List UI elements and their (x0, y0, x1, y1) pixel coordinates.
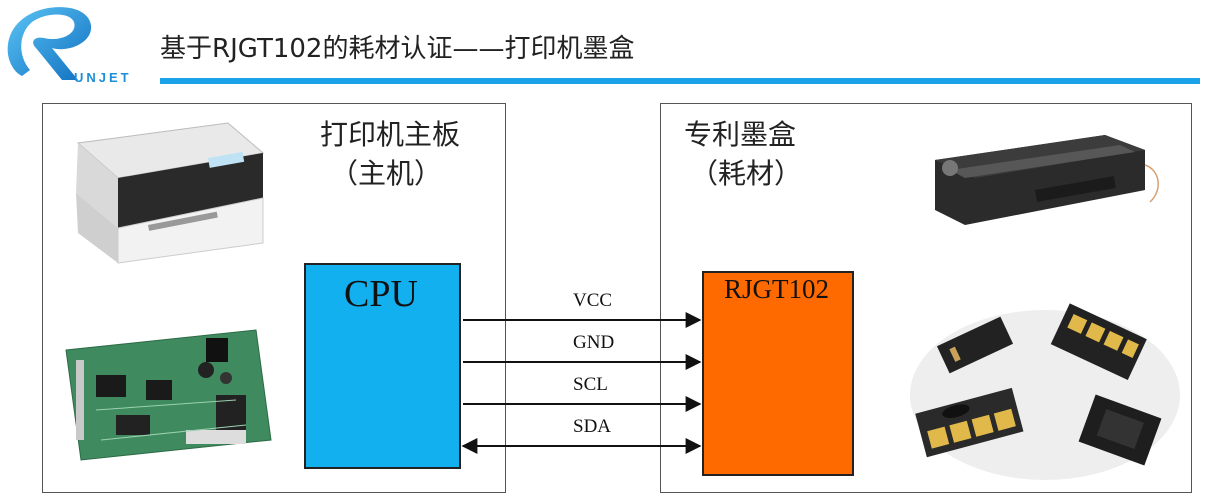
signal-label-sda: SDA (573, 416, 612, 437)
cpu-block (304, 263, 461, 469)
consumable-title: 专利墨盒 (684, 118, 797, 151)
rjgt102-block (702, 271, 854, 476)
toner-cartridge-image (905, 120, 1175, 250)
runjet-logo (7, 7, 92, 80)
signal-label-scl: SCL (573, 374, 608, 395)
rjgt102-label: RJGT102 (724, 274, 830, 304)
cartridge-chips-image (910, 303, 1180, 480)
consumable-subtitle: （耗材） (690, 157, 803, 190)
host-subtitle: （主机） (330, 157, 443, 190)
signal-label-vcc: VCC (573, 290, 613, 311)
title-underline (160, 78, 1200, 84)
logo-text: UNJET (74, 70, 132, 85)
cpu-label: CPU (344, 273, 418, 315)
printer-image (58, 113, 274, 283)
signal-label-gnd: GND (573, 332, 615, 353)
host-title: 打印机主板 (320, 118, 461, 151)
page-title: 基于RJGT102的耗材认证——打印机墨盒 (160, 34, 635, 64)
motherboard-image (56, 320, 278, 468)
